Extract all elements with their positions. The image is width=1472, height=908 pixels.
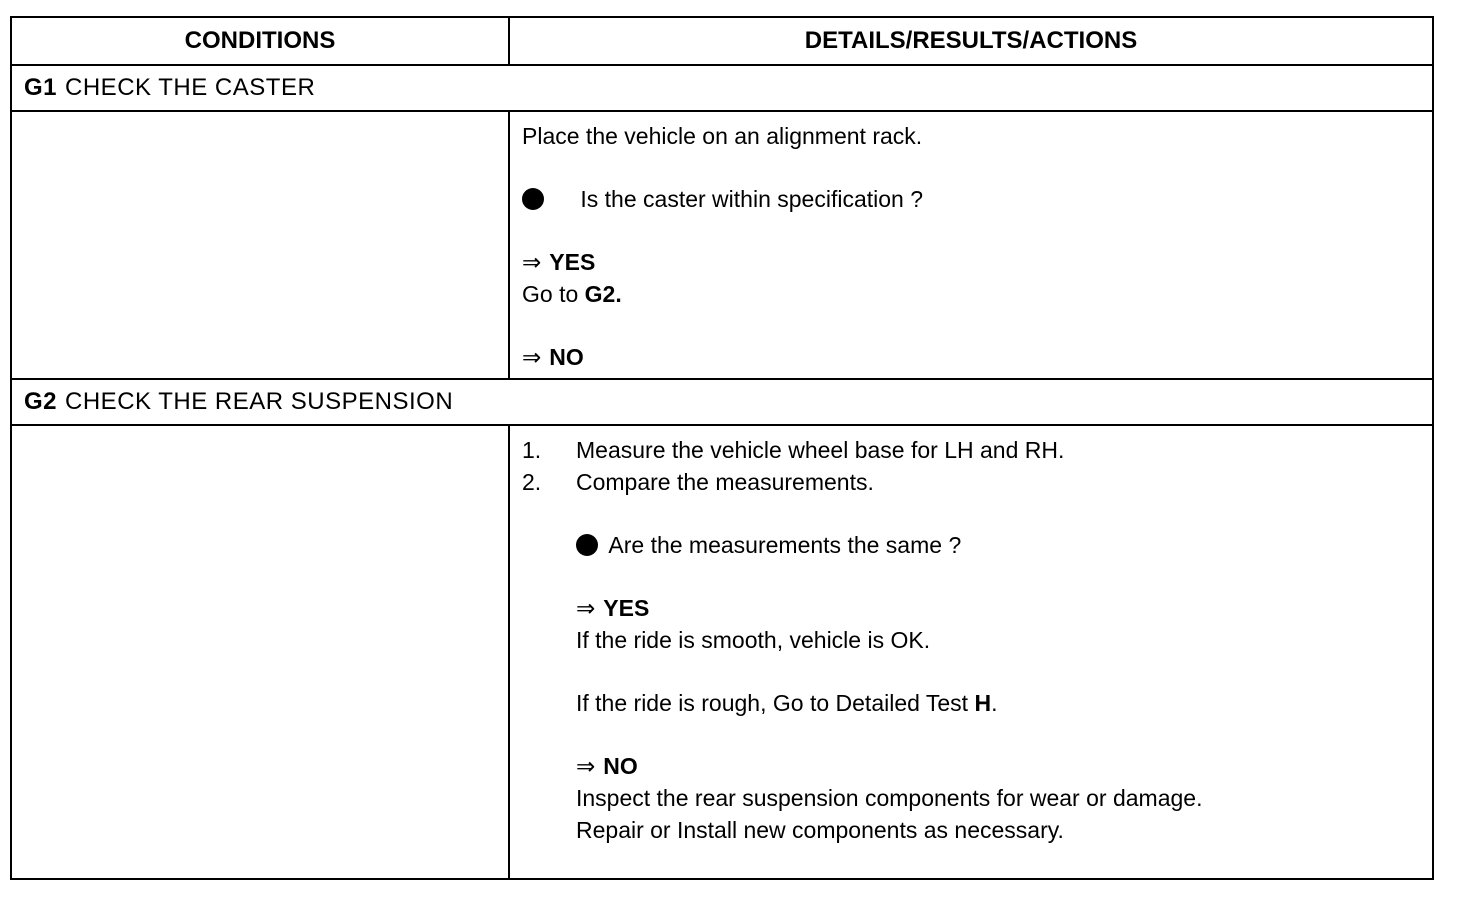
- g2-no-line-1: Inspect the rear suspension components f…: [576, 785, 1203, 811]
- g1-question-text: Is the caster within specification ?: [580, 186, 923, 212]
- arrow-icon: ⇒: [522, 249, 542, 275]
- section-label-g2: CHECK THE REAR SUSPENSION: [65, 388, 454, 415]
- divider-g1: [508, 110, 510, 378]
- step-number: 2.: [522, 469, 542, 495]
- g2-yes-line-1: If the ride is smooth, vehicle is OK.: [576, 627, 931, 653]
- g2-no-line-2: Repair or Install new components as nece…: [576, 817, 1064, 843]
- g1-yes: ⇒ YES: [522, 246, 595, 278]
- g2-no: ⇒ NO: [576, 750, 638, 782]
- diagnostic-table: CONDITIONS DETAILS/RESULTS/ACTIONS G1 CH…: [10, 16, 1434, 880]
- g1-yes-target: G2.: [584, 281, 622, 307]
- arrow-icon: ⇒: [576, 753, 596, 779]
- g2-no-label: NO: [603, 753, 638, 779]
- section-title-g1: G1 CHECK THE CASTER: [24, 66, 315, 110]
- step-text: Compare the measurements.: [576, 469, 874, 495]
- section-code-g2: G2: [24, 388, 58, 415]
- g1-question: Is the caster within specification ?: [522, 183, 923, 215]
- arrow-icon: ⇒: [522, 344, 542, 370]
- arrow-icon: ⇒: [576, 595, 596, 621]
- g2-question-text: Are the measurements the same ?: [608, 532, 962, 558]
- g2-yes-line-2: If the ride is rough, Go to Detailed Tes…: [576, 687, 997, 719]
- section-label-g1: CHECK THE CASTER: [65, 74, 316, 101]
- section-code-g1: G1: [24, 74, 58, 101]
- g2-question: Are the measurements the same ?: [576, 529, 961, 561]
- g2-yes-line-2-suffix: .: [991, 690, 998, 716]
- step-number: 1.: [522, 437, 542, 463]
- rule-g2-title: [12, 424, 1432, 426]
- rule-g1-body: [12, 378, 1432, 380]
- g2-yes-label: YES: [603, 595, 650, 621]
- g1-instruction: Place the vehicle on an alignment rack.: [522, 123, 923, 149]
- g1-yes-label: YES: [549, 249, 596, 275]
- g1-yes-prefix: Go to: [522, 281, 579, 307]
- bullet-icon: [576, 533, 598, 556]
- divider-header: [508, 18, 510, 64]
- g1-no: ⇒ NO: [522, 341, 584, 373]
- g2-step-1: 1. Measure the vehicle wheel base for LH …: [522, 434, 1064, 466]
- divider-g2: [508, 424, 510, 880]
- step-text: Measure the vehicle wheel base for LH an…: [576, 437, 1065, 463]
- g2-yes-line-2-prefix: If the ride is rough, Go to Detailed Tes…: [576, 690, 969, 716]
- header-details: DETAILS/RESULTS/ACTIONS: [804, 27, 1138, 54]
- rule-header: [12, 64, 1432, 66]
- g1-yes-action: Go to G2.: [522, 278, 622, 310]
- g2-yes: ⇒ YES: [576, 592, 649, 624]
- g2-yes-line-2-target: H: [974, 690, 992, 716]
- header-conditions: CONDITIONS: [184, 27, 336, 54]
- rule-g1-title: [12, 110, 1432, 112]
- g1-no-label: NO: [549, 344, 584, 370]
- bullet-icon: [522, 187, 544, 210]
- section-title-g2: G2 CHECK THE REAR SUSPENSION: [24, 380, 453, 424]
- g2-step-2: 2. Compare the measurements.: [522, 466, 874, 498]
